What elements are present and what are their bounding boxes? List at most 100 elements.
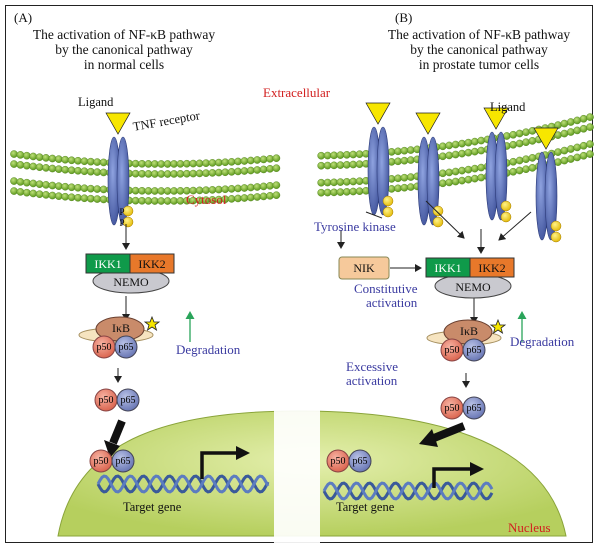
membrane-bead [253,183,261,191]
membrane-bead [214,168,223,177]
excessive-label-line2: activation [346,373,398,388]
panel-divider [274,106,320,544]
membrane-bead [131,186,140,195]
membrane-bead [445,151,454,160]
membrane-bead [138,187,146,195]
membrane-bead [342,178,351,186]
phosphate-icon [550,220,562,232]
membrane-bead [470,174,479,183]
membrane-bead [394,157,402,166]
constitutive-label-line1: Constitutive [354,281,418,296]
dna-strand [322,481,494,501]
membrane-bead [509,140,518,149]
receptor-subunit [376,126,390,216]
membrane-bead [29,179,38,188]
membrane-bead [61,165,70,174]
membrane-bead [87,184,95,193]
membrane-bead [221,158,229,167]
membrane-bead [477,146,486,155]
membrane-bead [579,124,588,133]
membrane-bead [528,137,537,145]
panel-a-title-line3: in normal cells [83,57,165,72]
membrane-bead [176,197,185,205]
membrane-bead [74,183,82,192]
membrane-bead [61,192,70,201]
membrane-bead [35,153,44,161]
dna-helices [96,474,494,501]
membrane-bead [163,197,172,205]
membrane-bead [336,178,345,186]
panel-b-target-gene-label: Target gene [336,500,395,514]
panel-a-ikb-complex [78,316,154,359]
membrane-bead [202,169,210,177]
membrane-bead [163,160,172,168]
panel-a-p1-label: P [119,207,125,217]
membrane-bead [189,169,197,178]
membrane-bead [458,149,466,158]
membrane-bead [470,164,479,173]
membrane-bead [176,187,185,195]
phosphate-icon [382,206,394,218]
membrane-bead [80,157,89,166]
membrane-bead [35,163,44,171]
panel-a-transcription-arrow [200,451,238,479]
membrane-bead [35,190,44,198]
panel-a-target-gene-label: Target gene [123,500,182,514]
panel-a-p50-label: p50 [96,342,112,353]
membrane-bead [554,121,562,129]
panel-b-translocation-arrowhead [419,429,438,447]
panel-b-transcription-arrowhead [470,462,484,476]
membrane-bead [342,188,351,196]
membrane-bead [336,188,345,196]
panel-b-p50-label: p50 [444,345,460,356]
panel-b-ikk1-label: IKK1 [434,261,462,275]
membrane-bead [10,160,18,168]
membrane-bead [131,159,140,168]
panel-a-ikk-complex [85,253,175,294]
membrane-bead [80,167,89,176]
membrane-bead [35,180,44,188]
membrane-bead [61,155,70,164]
panel-a-transcription-arrowhead [236,446,250,460]
membrane-bead [586,123,594,131]
panel-a-ikk2-label: IKK2 [138,257,166,271]
membrane-bead [470,137,479,146]
panel-a-translocation-arrowhead [104,440,120,458]
membrane-bead [240,167,249,175]
membrane-bead [170,187,178,195]
membrane-bead [48,191,57,200]
membrane-bead [342,151,351,159]
membrane-bead [586,113,594,121]
figure-frame: (A) The activation of NF-κB pathway by t… [5,5,594,544]
panel-a-ikk1-label: IKK1 [94,257,122,271]
panel-b-ikb-complex [426,319,502,362]
panel-a-p65-label: p65 [118,342,134,353]
membrane-bead [48,154,57,163]
membrane-bead [394,184,402,193]
membrane-bead [522,138,530,146]
membrane-bead [406,183,415,191]
membrane-bead [567,128,575,136]
dna-strand [96,474,270,494]
constitutive-label-line2: activation [366,295,418,310]
membrane-bead [42,191,50,199]
membrane-bead [195,169,204,178]
membrane-bead [522,165,530,173]
membrane-bead [10,177,18,185]
membrane-bead [157,170,165,178]
membrane-bead [515,129,524,138]
membrane-bead [477,173,486,182]
membrane-bead [16,178,25,186]
phosphate-icon [432,205,444,217]
nucleus-label: Nucleus [508,520,551,535]
membrane-bead [234,194,242,203]
panel-a-nuclear-p50-label: p50 [93,456,109,467]
membrane-bead [99,185,108,194]
panel-b-ikk2-label: IKK2 [478,261,506,275]
membrane-bead [150,187,159,195]
membrane-bead [150,170,159,178]
membrane-bead [387,185,396,193]
membrane-bead [317,178,326,187]
membrane-bead [227,195,236,203]
membrane-bead [515,156,524,165]
